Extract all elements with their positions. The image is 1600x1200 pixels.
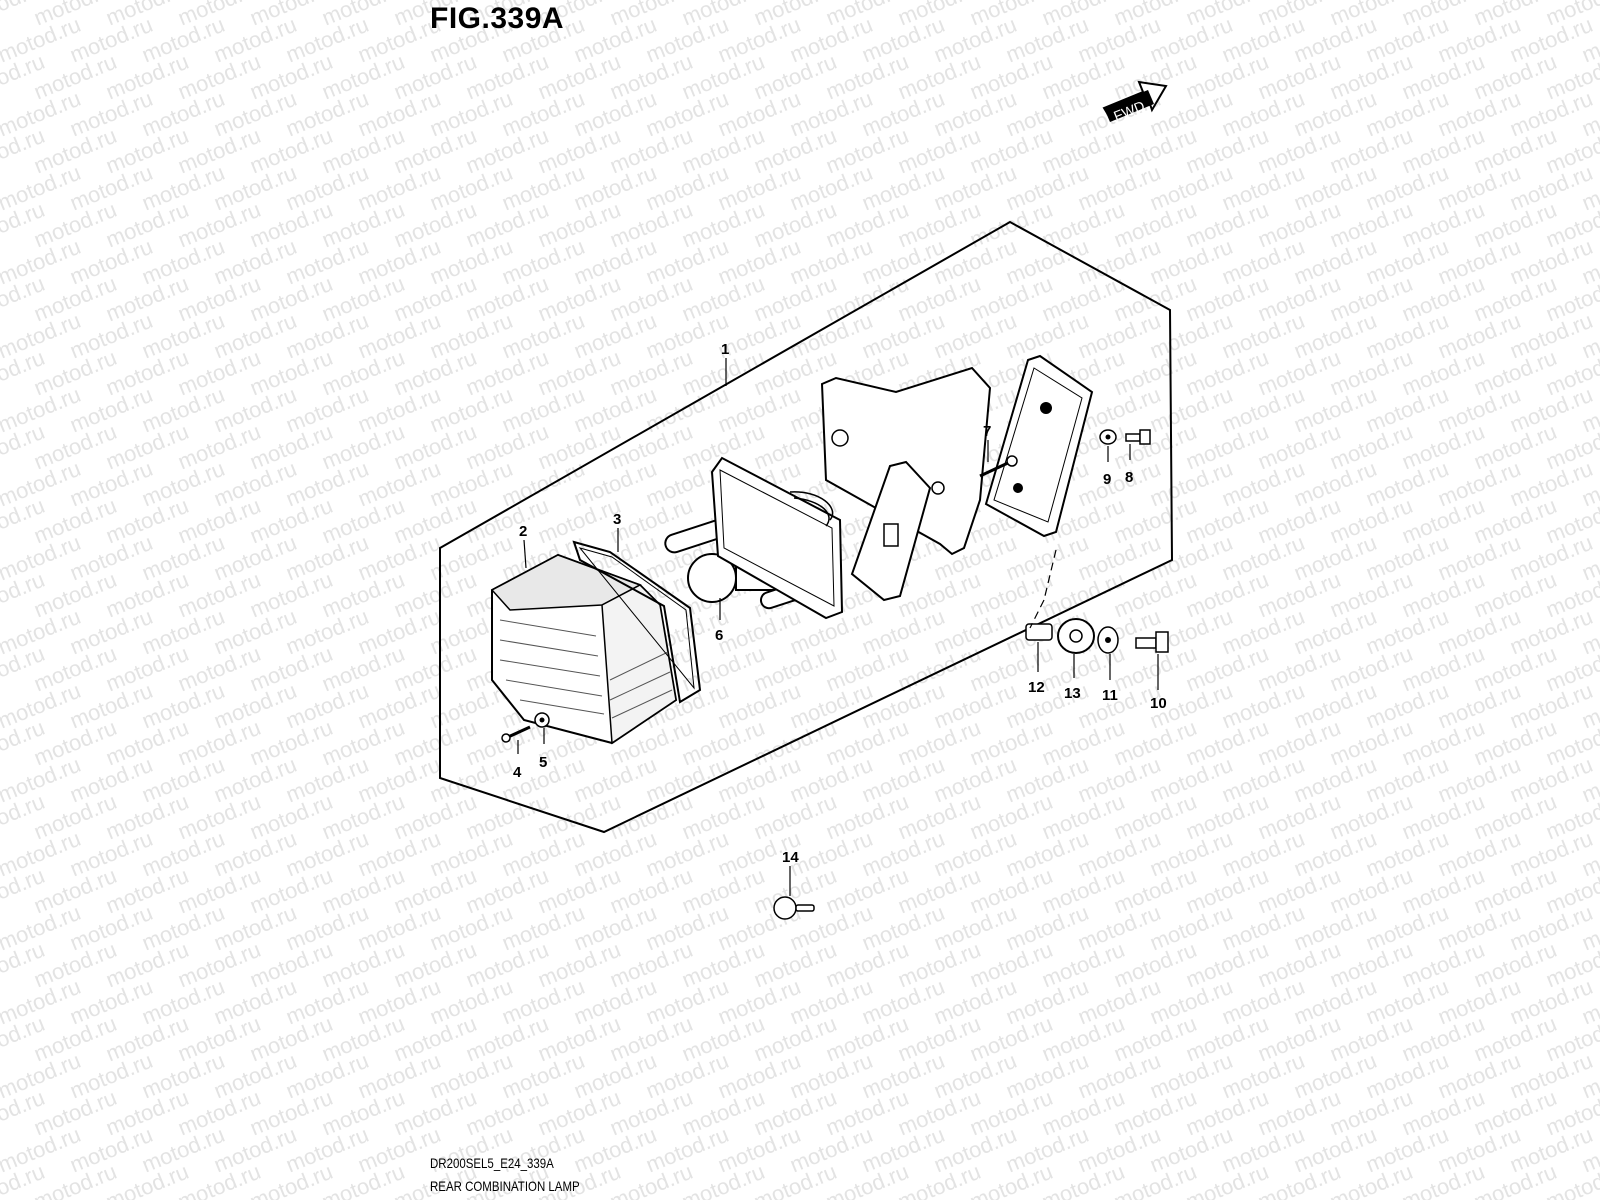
leader-lines <box>517 358 1159 896</box>
assembly-name: REAR COMBINATION LAMP <box>430 1178 580 1194</box>
screw-4 <box>501 725 531 743</box>
figure-title: FIG.339A <box>430 2 565 35</box>
lamp-housing <box>710 456 844 620</box>
callout-10: 10 <box>1150 695 1167 712</box>
reflector-plate <box>984 354 1094 538</box>
lamp-gasket <box>572 540 702 704</box>
callout-8: 8 <box>1125 469 1133 486</box>
fwd-label: FWD <box>1111 97 1147 124</box>
callout-12: 12 <box>1028 679 1045 696</box>
nut-13 <box>1057 618 1095 654</box>
callout-2: 2 <box>519 523 527 540</box>
screw-7 <box>979 455 1018 478</box>
callout-1: 1 <box>721 341 729 358</box>
assembly-boundary-box <box>439 220 1174 834</box>
lamp-lens <box>490 553 678 745</box>
callout-13: 13 <box>1064 685 1081 702</box>
callout-9: 9 <box>1103 471 1111 488</box>
washer-11 <box>1097 626 1119 654</box>
washer-9 <box>1099 429 1117 445</box>
callout-5: 5 <box>539 754 547 771</box>
license-light-lens <box>850 460 932 602</box>
callout-6: 6 <box>715 627 723 644</box>
collar-12 <box>1025 623 1053 641</box>
callout-14: 14 <box>782 849 799 866</box>
callout-11: 11 <box>1102 687 1118 704</box>
callout-numbers: 1 2 3 4 5 6 7 8 9 10 11 12 13 14 <box>513 341 1167 866</box>
bolt-10 <box>1135 631 1169 653</box>
fwd-arrow-icon: FWD <box>1102 80 1168 124</box>
washer-5 <box>534 712 550 728</box>
figure-code: DR200SEL5_E24_339A <box>430 1155 554 1171</box>
callout-7: 7 <box>983 423 991 440</box>
clip-14 <box>773 896 815 920</box>
callout-4: 4 <box>513 764 522 781</box>
bolt-8 <box>1125 429 1151 445</box>
callout-3: 3 <box>613 511 621 528</box>
